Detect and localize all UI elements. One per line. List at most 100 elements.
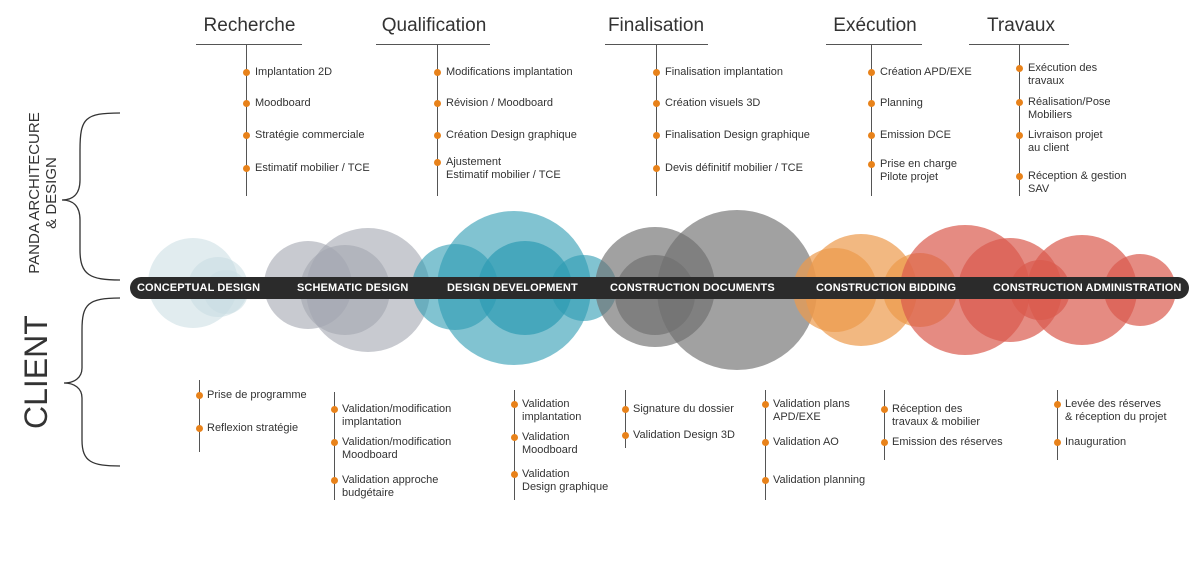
- bottom-brace: [63, 297, 121, 467]
- phase-item-line: Finalisation implantation: [665, 66, 784, 78]
- bullet-dot: [243, 69, 250, 76]
- client-item-line: Validation: [522, 398, 570, 410]
- bullet-dot: [331, 406, 338, 413]
- phase-connector-line: [437, 44, 438, 196]
- phase-item-line: Finalisation Design graphique: [665, 129, 810, 141]
- bullet-dot: [622, 406, 629, 413]
- client-item-line: Moodboard: [522, 444, 578, 456]
- bullet-dot: [622, 432, 629, 439]
- client-item: Validation Design 3D: [633, 429, 735, 442]
- phase-item: Moodboard: [255, 97, 311, 110]
- bullet-dot: [196, 425, 203, 432]
- stage-label: CONSTRUCTION ADMINISTRATION: [993, 282, 1182, 294]
- stage-label: CONCEPTUAL DESIGN: [137, 282, 261, 294]
- side-label-panda-line1: PANDA ARCHITECURE: [26, 112, 43, 274]
- phase-item-line: Implantation 2D: [255, 66, 333, 78]
- bullet-dot: [243, 100, 250, 107]
- phase-item: Devis définitif mobilier / TCE: [665, 162, 803, 175]
- phase-item-line: Planning: [880, 97, 923, 109]
- phase-item-line: Moodboard: [255, 97, 311, 109]
- phase-item-line: Création APD/EXE: [880, 66, 972, 78]
- bullet-dot: [868, 132, 875, 139]
- side-label-panda-line2: & DESIGN: [43, 157, 60, 229]
- client-item-line: Validation approche: [342, 474, 439, 486]
- bullet-dot: [1016, 132, 1023, 139]
- phase-item: Emission DCE: [880, 129, 951, 142]
- client-item-line: Réception des: [892, 403, 963, 415]
- client-item: Signature du dossier: [633, 403, 734, 416]
- bullet-dot: [1016, 173, 1023, 180]
- bullet-dot: [243, 132, 250, 139]
- bullet-dot: [196, 392, 203, 399]
- phase-underline: [826, 44, 922, 45]
- phase-item-line: Ajustement: [446, 156, 502, 168]
- phase-title-0: Recherche: [203, 15, 296, 36]
- client-connector-line: [199, 380, 200, 452]
- client-item-line: Levée des réserves: [1065, 398, 1161, 410]
- phase-item-line: Mobiliers: [1028, 109, 1073, 121]
- phase-item-line: Exécution des: [1028, 62, 1098, 74]
- phase-item-line: Livraison projet: [1028, 129, 1103, 141]
- client-item-line: Validation: [522, 431, 570, 443]
- bullet-dot: [1016, 65, 1023, 72]
- client-connector-line: [625, 390, 626, 448]
- phase-item-line: Prise en charge: [880, 158, 958, 170]
- bullet-dot: [434, 69, 441, 76]
- stage-label: CONSTRUCTION BIDDING: [816, 282, 957, 294]
- phase-item-line: Estimatif mobilier / TCE: [446, 169, 561, 181]
- phase-item: Estimatif mobilier / TCE: [255, 162, 370, 175]
- client-item-line: Design graphique: [522, 481, 609, 493]
- bullet-dot: [762, 401, 769, 408]
- client-item-line: budgétaire: [342, 487, 394, 499]
- client-item-line: travaux & mobilier: [892, 416, 981, 428]
- client-item: Levée des réserves& réception du projet: [1065, 398, 1167, 424]
- client-connector-line: [334, 392, 335, 500]
- client-item-line: Moodboard: [342, 449, 398, 461]
- stage-label: SCHEMATIC DESIGN: [297, 282, 409, 294]
- client-item: Validation planning: [773, 474, 865, 487]
- client-item: Emission des réserves: [892, 436, 1003, 449]
- phase-item: Création Design graphique: [446, 129, 577, 142]
- phase-item-line: Emission DCE: [880, 129, 951, 141]
- bullet-dot: [331, 477, 338, 484]
- bullet-dot: [868, 69, 875, 76]
- phase-item-line: Pilote projet: [880, 171, 939, 183]
- bullet-dot: [1054, 439, 1061, 446]
- phase-item: Modifications implantation: [446, 66, 573, 79]
- client-item-line: Signature du dossier: [633, 403, 734, 415]
- bullet-dot: [653, 69, 660, 76]
- bullet-dot: [653, 132, 660, 139]
- client-item-line: Reflexion stratégie: [207, 422, 299, 434]
- client-item-line: Validation AO: [773, 436, 839, 448]
- bullet-dot: [762, 477, 769, 484]
- side-label-client: CLIENT: [18, 315, 54, 429]
- stage-label: DESIGN DEVELOPMENT: [447, 282, 578, 294]
- timeline-bar: [130, 277, 1189, 299]
- top-brace: [61, 112, 121, 281]
- bullet-dot: [868, 161, 875, 168]
- phase-item-line: Réalisation/Pose: [1028, 96, 1111, 108]
- bullet-dot: [653, 100, 660, 107]
- client-item: Validation AO: [773, 436, 839, 449]
- bullet-dot: [243, 165, 250, 172]
- phase-connector-line: [1019, 44, 1020, 196]
- phase-item-line: au client: [1028, 142, 1069, 154]
- phase-title-2: Finalisation: [607, 15, 705, 36]
- client-item: Reflexion stratégie: [207, 422, 298, 435]
- client-item-line: Validation/modification: [342, 403, 452, 415]
- phase-underline: [376, 44, 490, 45]
- phase-item: Création visuels 3D: [665, 97, 760, 110]
- client-item-line: Validation planning: [773, 474, 866, 486]
- phase-title-4: Travaux: [987, 15, 1055, 36]
- bullet-dot: [881, 439, 888, 446]
- client-item-line: Inauguration: [1065, 436, 1127, 448]
- side-braces: [61, 112, 121, 467]
- client-item-line: Validation: [522, 468, 570, 480]
